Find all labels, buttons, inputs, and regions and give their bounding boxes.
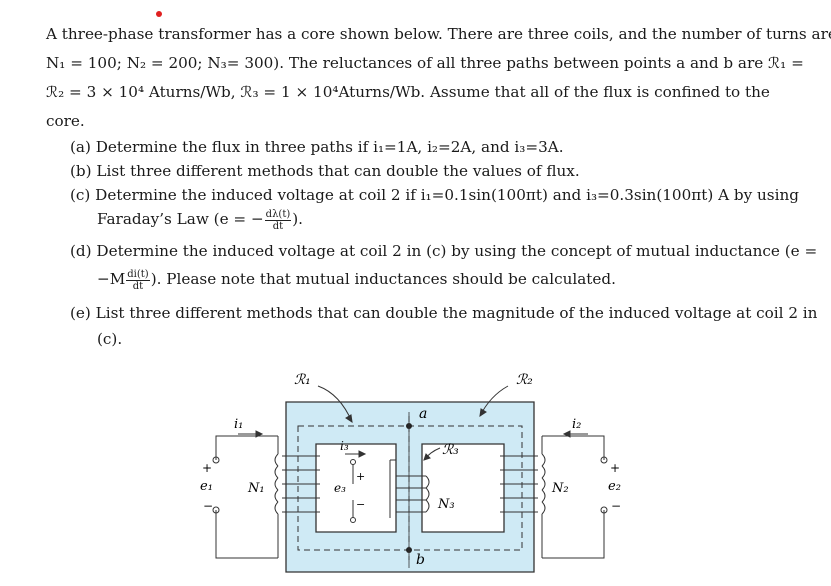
- coil-n3: [389, 459, 430, 518]
- question-c-line1: (c) Determine the induced voltage at coi…: [70, 186, 799, 204]
- label-r2: ℛ₂: [516, 372, 533, 388]
- red-marker-dot: [156, 11, 162, 17]
- label-point-a: a: [419, 406, 427, 422]
- plus-sign-e1: +: [202, 461, 212, 475]
- plus-sign-e2: +: [610, 461, 620, 475]
- label-e2: e₂: [608, 479, 621, 494]
- question-b: (b) List three different methods that ca…: [70, 162, 580, 180]
- fraction-denominator: dt: [272, 220, 284, 232]
- question-e-line2: (c).: [97, 330, 123, 348]
- question-d-line1: (d) Determine the induced voltage at coi…: [70, 242, 818, 260]
- transformer-core: [285, 401, 535, 573]
- plus-sign-e3: +: [356, 470, 365, 483]
- label-e1: e₁: [200, 479, 213, 494]
- question-e-line1: (e) List three different methods that ca…: [70, 304, 818, 322]
- faraday-prefix: Faraday’s Law (e = −: [97, 210, 264, 228]
- reluctance-pointers: [317, 385, 509, 461]
- label-r3: ℛ₃: [442, 442, 459, 458]
- intro-line: core.: [46, 112, 85, 130]
- label-i1: i₁: [234, 417, 243, 432]
- label-point-b: b: [416, 552, 425, 568]
- intro-line: ℛ₂ = 3 × 10⁴ Aturns/Wb, ℛ₃ = 1 × 10⁴Atur…: [46, 83, 770, 101]
- label-n3: N₃: [437, 497, 455, 512]
- label-r1: ℛ₁: [294, 372, 311, 388]
- fraction-denominator: dt: [132, 280, 144, 292]
- intro-line: N₁ = 100; N₂ = 200; N₃= 300). The reluct…: [46, 54, 804, 72]
- intro-line: A three-phase transformer has a core sho…: [46, 25, 831, 43]
- label-i2: i₂: [572, 417, 581, 432]
- minus-sign-e3: −: [356, 498, 365, 511]
- coil-n2: [500, 435, 562, 559]
- transformer-core-diagram: ℛ₁ ℛ₂ ℛ₃ a b i₁ i₂ i₃ e₁ e₂ e₃ N₁ N₂ N₃ …: [200, 372, 621, 573]
- label-i3: i₃: [340, 439, 349, 453]
- problem-intro: A three-phase transformer has a core sho…: [46, 20, 831, 136]
- minus-sign-e2: −: [611, 499, 621, 513]
- mutual-fraction: di(t)dt: [126, 268, 150, 292]
- current-arrows: [238, 430, 588, 458]
- label-n2: N₂: [551, 481, 569, 496]
- fraction-numerator: dλ(t): [264, 208, 292, 221]
- coil-n1: [258, 435, 320, 559]
- mutual-suffix: ). Please note that mutual inductances s…: [150, 270, 616, 288]
- minus-sign-e1: −: [203, 499, 213, 513]
- label-e3: e₃: [334, 481, 346, 495]
- question-a: (a) Determine the flux in three paths if…: [70, 138, 564, 156]
- mutual-prefix: −M: [97, 270, 126, 288]
- faraday-fraction: dλ(t)dt: [264, 208, 292, 232]
- label-n1: N₁: [247, 481, 265, 496]
- faraday-suffix: ).: [292, 210, 303, 228]
- question-c-line2: Faraday’s Law (e = −dλ(t)dt).: [97, 208, 817, 232]
- fraction-numerator: di(t): [126, 268, 150, 281]
- coil-n3-terminal: [350, 459, 356, 523]
